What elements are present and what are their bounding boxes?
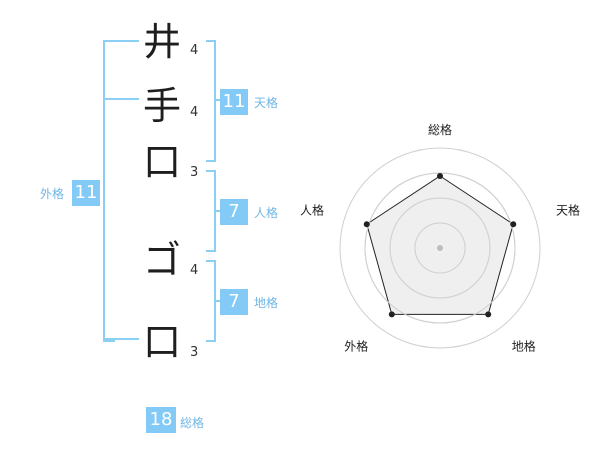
stroke-count-2: 4 (190, 105, 199, 120)
radar-ring (339, 147, 541, 349)
chikaku-bracket-tick (214, 300, 220, 302)
radar-axis-label: 天格 (556, 202, 580, 217)
name-char-3: 口 (142, 140, 181, 184)
radar-axis-label: 人格 (300, 202, 324, 217)
stroke-count-5: 3 (190, 345, 199, 360)
jinkaku-bracket-tick (214, 210, 220, 212)
gaikaku-label: 外格 (40, 187, 65, 201)
soukaku-badge: 18 (146, 407, 176, 433)
name-char-2: 手 (142, 84, 181, 128)
radar-point-3 (485, 311, 492, 318)
gaikaku-bracket-bottom (105, 338, 139, 340)
radar-axis-label: 総格 (428, 122, 452, 137)
radar-axis-label: 地格 (512, 339, 536, 354)
stroke-count-4: 4 (190, 263, 199, 278)
name-char-1: 井 (142, 20, 181, 64)
name-char-4: ゴ (142, 238, 181, 282)
tenkaku-label: 天格 (254, 96, 279, 110)
tenkaku-bracket-tick (214, 99, 220, 101)
radar-point-5 (363, 221, 370, 228)
gaikaku-bracket-tick (105, 98, 139, 100)
radar-axis-label: 外格 (344, 339, 368, 354)
tenkaku-bracket (206, 40, 216, 162)
gaikaku-bracket (103, 40, 115, 342)
jinkaku-badge: 7 (220, 199, 248, 225)
gaikaku-bracket-top (105, 40, 139, 42)
stroke-count-1: 4 (190, 43, 199, 58)
gaikaku-badge: 11 (72, 180, 100, 206)
radar-point-2 (510, 221, 517, 228)
radar-center-dot (437, 245, 443, 251)
stroke-count-3: 3 (190, 165, 199, 180)
radar-ring-inner (389, 197, 491, 299)
jinkaku-label: 人格 (254, 206, 279, 220)
name-char-5: 口 (142, 320, 181, 364)
soukaku-label: 総格 (180, 416, 205, 430)
chikaku-badge: 7 (220, 289, 248, 315)
radar-ring-inner (414, 222, 466, 274)
chikaku-label: 地格 (254, 296, 279, 310)
radar-point-4 (388, 311, 395, 318)
tenkaku-badge: 11 (220, 89, 248, 115)
radar-point-1 (437, 173, 443, 179)
